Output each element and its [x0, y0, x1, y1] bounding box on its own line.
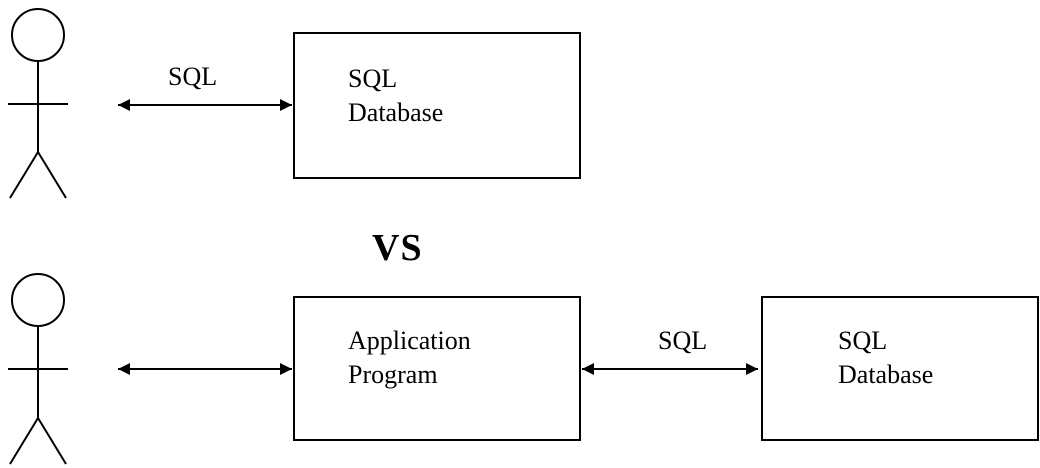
top-sql-edge-label: SQL: [168, 62, 218, 91]
bottom-sql-edge-label: SQL: [658, 326, 708, 355]
bottom-database-label-line-1: SQL: [838, 326, 888, 355]
application-program-label: Application Program: [348, 324, 471, 392]
top-user-actor-icon: [8, 8, 68, 199]
application-program-label-line-2: Program: [348, 360, 438, 389]
bottom-database-label: SQL Database: [838, 324, 933, 392]
application-program-label-line-1: Application: [348, 326, 471, 355]
vs-separator: VS: [372, 227, 423, 269]
top-database-label-line-1: SQL: [348, 64, 398, 93]
top-database-box: [293, 32, 581, 179]
bottom-database-box: [761, 296, 1039, 441]
top-database-label: SQL Database: [348, 62, 443, 130]
top-database-label-line-2: Database: [348, 98, 444, 127]
bottom-user-actor-icon: [8, 273, 68, 465]
application-program-box: [293, 296, 581, 441]
bottom-database-label-line-2: Database: [838, 360, 934, 389]
